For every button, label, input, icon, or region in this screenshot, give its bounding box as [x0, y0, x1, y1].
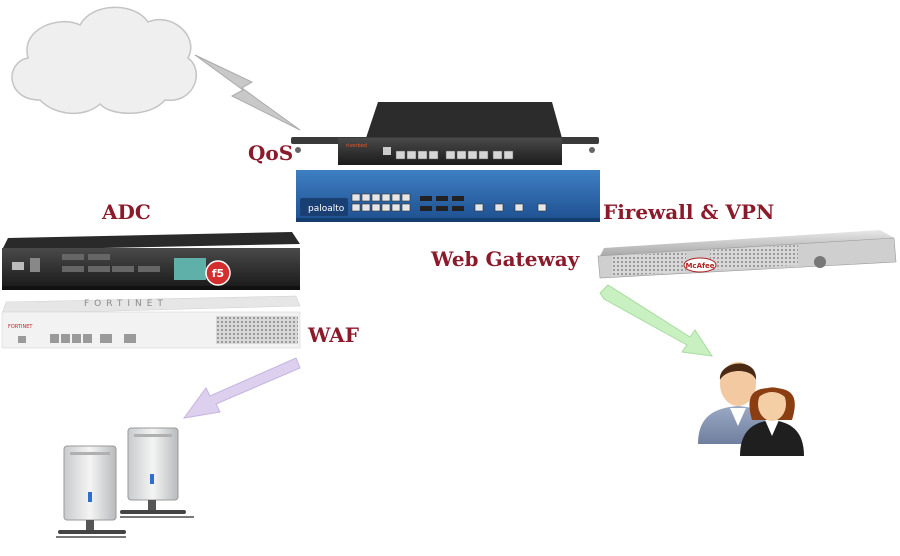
waf-label: WAF — [308, 323, 359, 347]
cloud-icon — [11, 6, 197, 115]
lightning-bolt-icon — [194, 54, 301, 131]
qos-appliance: riverbed — [291, 102, 599, 165]
firewall-appliance: paloalto — [296, 170, 600, 222]
qos-brand: riverbed — [346, 143, 367, 149]
web-gateway-brand: McAfee — [685, 262, 714, 270]
web-gateway-label: Web Gateway — [431, 247, 580, 271]
adc-appliance: f5 — [2, 232, 300, 290]
server-tower-icon-2 — [120, 427, 194, 518]
waf-appliance: FORTINET FORTINET — [1, 295, 301, 349]
adc-brand: f5 — [212, 267, 224, 280]
qos-label: QoS — [248, 141, 294, 165]
adc-label: ADC — [102, 200, 151, 224]
green-arrow-icon — [599, 284, 714, 357]
firewall-brand: paloalto — [308, 204, 345, 214]
waf-brand-top: FORTINET — [84, 299, 168, 309]
firewall-vpn-label: Firewall & VPN — [603, 200, 775, 224]
waf-brand: FORTINET — [8, 324, 33, 330]
server-tower-icon — [56, 445, 126, 538]
users-icon — [698, 362, 804, 456]
web-gateway-appliance: McAfee — [597, 230, 897, 279]
purple-arrow-icon — [182, 357, 301, 419]
